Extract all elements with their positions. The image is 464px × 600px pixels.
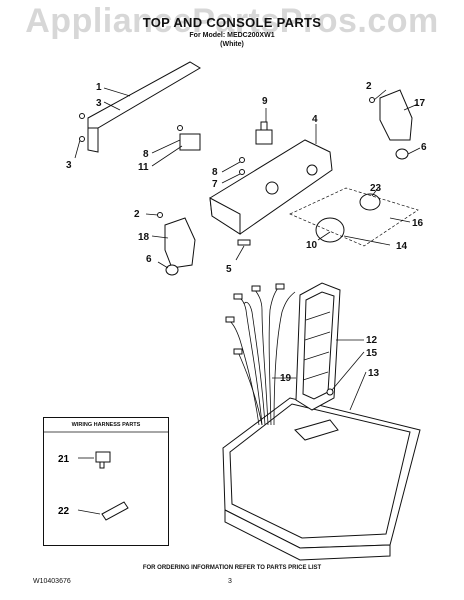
selector-knob: [359, 193, 381, 211]
leader-lines: [74, 87, 421, 411]
callout-23: 23: [370, 183, 382, 194]
callout-16: 16: [412, 218, 424, 229]
knob-dashed-outline: [289, 187, 419, 247]
wire-connector: [101, 501, 129, 521]
callout-10: 10: [306, 240, 318, 251]
callout-8a: 8: [143, 149, 149, 160]
watermark: AppliancePartsPros.com: [25, 2, 439, 40]
page-number: 3: [228, 578, 232, 585]
callout-1: 1: [96, 82, 102, 93]
callout-8b: 8: [212, 167, 218, 178]
document-number: W10403676: [33, 578, 71, 585]
screws: [79, 97, 375, 396]
harness-clip: [95, 451, 111, 463]
callout-11: 11: [138, 162, 149, 173]
top-panel: [222, 397, 421, 561]
callout-9: 9: [262, 96, 268, 107]
callout-6b: 6: [146, 254, 152, 265]
callout-17: 17: [414, 98, 426, 109]
lint-screen: [295, 282, 341, 411]
callout-7: 7: [212, 179, 218, 190]
console-bracket: [87, 61, 201, 153]
callout-19: 19: [280, 373, 292, 384]
callout-12: 12: [366, 335, 378, 346]
callout-15: 15: [366, 348, 378, 359]
clip-left: [165, 264, 179, 276]
wiring-harness-legend: WIRING HARNESS PARTS 21 22: [43, 417, 169, 546]
switch: [179, 133, 201, 151]
legend-title: WIRING HARNESS PARTS: [71, 422, 141, 428]
color-line: (White): [220, 41, 244, 48]
timer-knob: [315, 217, 345, 243]
callout-5: 5: [226, 264, 232, 275]
model-line: For Model: MEDC200XW1: [189, 32, 275, 39]
callout-3a: 3: [96, 98, 102, 109]
clip-right: [395, 148, 409, 160]
page-title: TOP AND CONSOLE PARTS: [142, 15, 322, 30]
console-panel: [209, 139, 333, 246]
callout-18: 18: [138, 232, 150, 243]
callout-13: 13: [368, 368, 380, 379]
callout-3b: 3: [66, 160, 72, 171]
callout-21: 21: [58, 454, 70, 465]
callout-4: 4: [312, 114, 318, 125]
legend-parts: 21 22: [44, 431, 168, 521]
end-cap-left: [164, 217, 196, 269]
wire-harness: [225, 283, 296, 426]
ordering-note: FOR ORDERING INFORMATION REFER TO PARTS …: [142, 565, 322, 571]
timer: [255, 121, 273, 145]
callout-numbers: 1 2 3 3 4 5 6 7 8 8 9 10 11 12 13 14 15 …: [66, 81, 427, 384]
callout-6a: 6: [421, 142, 427, 153]
end-cap-right: [379, 89, 413, 141]
callout-2b: 2: [134, 209, 140, 220]
callout-22: 22: [58, 506, 70, 517]
callout-14: 14: [396, 241, 408, 252]
callout-2a: 2: [366, 81, 372, 92]
